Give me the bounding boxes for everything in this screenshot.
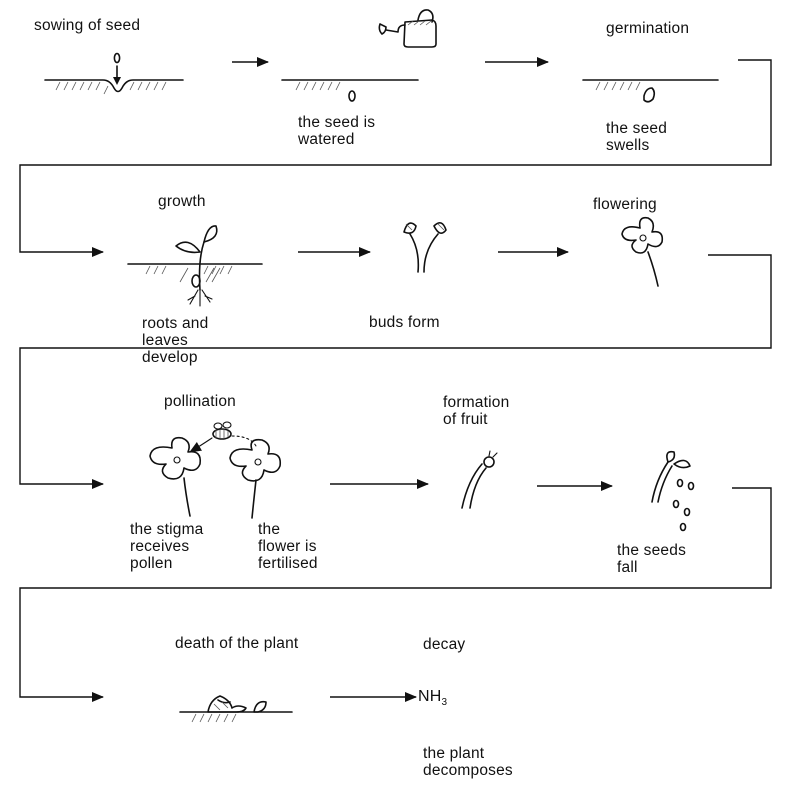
ammonia-formula: NH3 [418,688,447,711]
seeds-fall-illustration [651,450,695,532]
pollination-caption-right: the flower is fertilised [258,521,318,572]
flowering-illustration [621,216,664,287]
bud-icon [403,222,417,234]
growth-caption: roots and leaves develop [142,315,209,366]
seed-icon [113,52,121,64]
leaf-icon [203,225,218,243]
germination-title: germination [606,20,690,37]
seed-icon [191,274,201,288]
sowing-title: sowing of seed [34,17,141,34]
seed-icon [679,522,687,532]
sowing-illustration [44,52,184,95]
watering-can-icon [378,9,437,48]
death-illustration [179,695,293,723]
seed-icon [672,499,680,509]
fruit-title: formation of fruit [443,394,510,428]
bee-icon [212,421,232,440]
leaf-icon [175,241,201,254]
pollination-illustration [149,421,282,519]
germination-caption: the seed swells [606,120,668,154]
seed-icon [676,478,684,488]
flow-connector [19,487,772,702]
arrow-down-icon [113,77,121,85]
buds-caption: buds form [369,314,440,331]
growth-title: growth [158,193,206,210]
ammonia-symbol: NH [418,688,442,705]
growth-illustration [127,225,263,307]
flow-connector [19,254,772,489]
death-title: death of the plant [175,635,299,652]
flowering-title: flowering [593,196,657,213]
watering-illustration [281,9,437,102]
seeds-fall-caption: the seeds fall [617,542,687,576]
seed-icon [348,90,356,102]
watering-caption: the seed is watered [298,114,376,148]
decay-caption: the plant decomposes [423,745,513,779]
flower-icon [149,436,202,480]
seed-icon [687,481,695,491]
buds-illustration [403,222,447,273]
bud-icon [433,222,447,234]
seed-icon [683,507,691,517]
fruit-icon [483,456,495,468]
pollination-title: pollination [164,393,237,410]
flower-icon [229,438,282,482]
flow-connector [19,59,772,257]
decay-title: decay [423,636,466,653]
fruit-illustration [461,450,498,509]
flower-icon [621,216,664,254]
swollen-seed-icon [643,87,656,103]
germination-illustration [582,79,719,103]
ammonia-subscript: 3 [441,697,448,709]
pollination-caption-left: the stigma receives pollen [130,521,204,572]
